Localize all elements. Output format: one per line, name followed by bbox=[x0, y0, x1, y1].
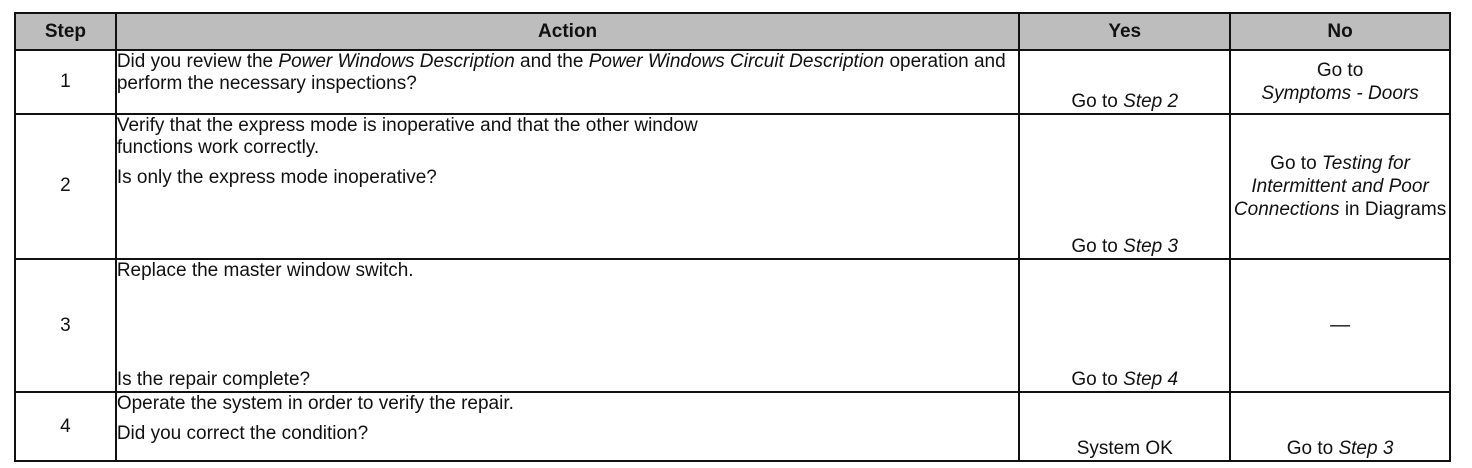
no-cell: Go to Symptoms - Doors bbox=[1229, 48, 1451, 116]
header-no: No bbox=[1229, 12, 1451, 51]
no-suffix: in Diagrams bbox=[1339, 198, 1447, 220]
header-step: Step bbox=[14, 12, 117, 51]
yes-result: System OK bbox=[1076, 438, 1173, 459]
action-text: Did you review the bbox=[116, 51, 279, 72]
yes-prefix: Go to bbox=[1071, 369, 1124, 391]
yes-link[interactable]: Step 2 bbox=[1123, 91, 1179, 113]
no-prefix: Go to bbox=[1270, 152, 1322, 174]
no-link[interactable]: Testing for Intermittent and Poor Connec… bbox=[1233, 152, 1429, 220]
no-dash: — bbox=[1330, 314, 1351, 336]
yes-cell: System OK bbox=[1018, 391, 1232, 462]
table-row: 1 Did you review the Power Windows Descr… bbox=[14, 48, 1451, 116]
step-number: 3 bbox=[14, 257, 117, 394]
action-instruction: Verify that the express mode is inoperat… bbox=[116, 115, 698, 159]
yes-prefix: Go to bbox=[1071, 91, 1124, 113]
no-link[interactable]: Symptoms - Doors bbox=[1261, 83, 1419, 105]
action-instruction: Replace the master window switch. bbox=[116, 259, 414, 281]
yes-cell: Go to Step 3 bbox=[1018, 113, 1232, 260]
no-prefix: Go to bbox=[1316, 60, 1364, 82]
yes-link[interactable]: Step 4 bbox=[1123, 369, 1179, 391]
yes-link[interactable]: Step 3 bbox=[1123, 235, 1179, 257]
action-cell: Replace the master window switch. Is the… bbox=[114, 257, 1021, 394]
action-reference: Power Windows Description bbox=[278, 51, 515, 72]
action-question: Is the repair complete? bbox=[116, 369, 311, 391]
no-cell: Go to Testing for Intermittent and Poor … bbox=[1229, 113, 1451, 260]
no-cell: Go to Step 3 bbox=[1229, 391, 1451, 462]
action-text: and the bbox=[514, 51, 589, 72]
diagnostic-table: Step Action Yes No 1 Did you review the … bbox=[14, 12, 1451, 462]
header-row: Step Action Yes No bbox=[14, 12, 1451, 51]
table-row: 3 Replace the master window switch. Is t… bbox=[14, 257, 1451, 394]
header-action: Action bbox=[114, 12, 1021, 51]
no-prefix: Go to bbox=[1286, 438, 1339, 459]
action-cell: Operate the system in order to verify th… bbox=[114, 391, 1021, 462]
yes-cell: Go to Step 2 bbox=[1018, 48, 1232, 116]
action-instruction: Operate the system in order to verify th… bbox=[116, 393, 514, 415]
action-question: Is only the express mode inoperative? bbox=[116, 167, 437, 189]
action-reference: Power Windows Circuit Description bbox=[588, 51, 885, 72]
step-number: 2 bbox=[14, 113, 117, 260]
action-question: Did you correct the condition? bbox=[116, 423, 369, 445]
yes-prefix: Go to bbox=[1071, 235, 1124, 257]
no-cell: — bbox=[1229, 257, 1451, 394]
action-text: operation and perform the necessary insp… bbox=[116, 51, 1006, 94]
yes-cell: Go to Step 4 bbox=[1018, 257, 1232, 394]
action-cell: Verify that the express mode is inoperat… bbox=[114, 113, 1021, 260]
action-cell: Did you review the Power Windows Descrip… bbox=[114, 48, 1021, 116]
step-number: 1 bbox=[14, 48, 117, 116]
step-number: 4 bbox=[14, 391, 117, 462]
table-row: 2 Verify that the express mode is inoper… bbox=[14, 113, 1451, 260]
header-yes: Yes bbox=[1018, 12, 1232, 51]
no-link[interactable]: Step 3 bbox=[1338, 438, 1394, 459]
table-row: 4 Operate the system in order to verify … bbox=[14, 391, 1451, 462]
